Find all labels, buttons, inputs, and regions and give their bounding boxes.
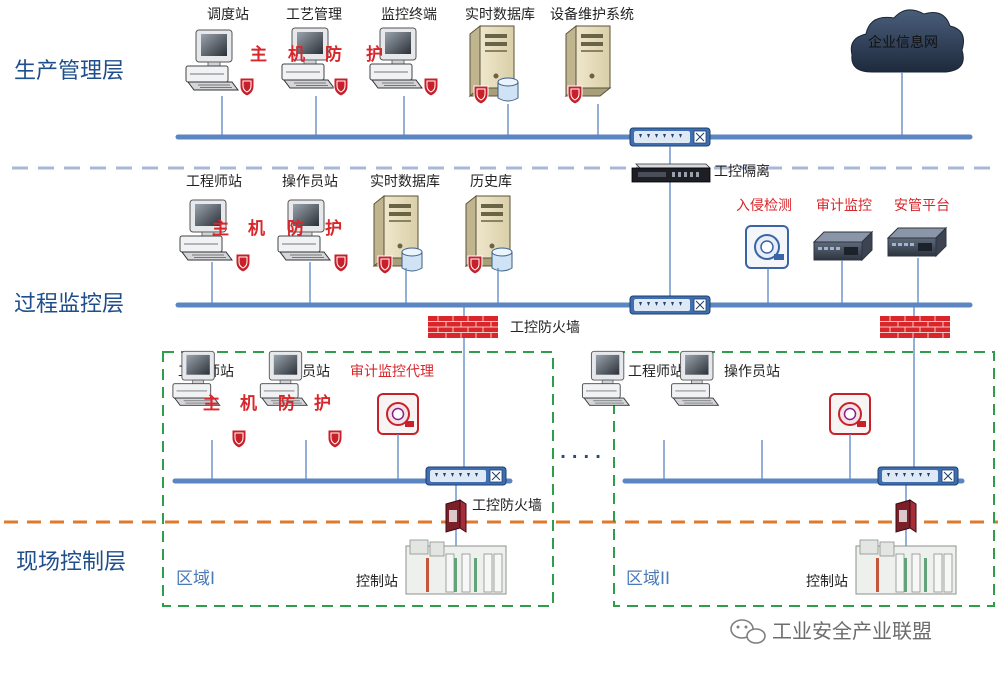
- layer-label-production: 生产管理层: [14, 59, 124, 84]
- workstation-icon: [185, 29, 239, 91]
- production-node-label: 实时数据库: [465, 7, 535, 23]
- appliance-icon: [887, 227, 947, 257]
- firewall-icon: [879, 315, 951, 339]
- switch-icon: [629, 127, 711, 147]
- gateway-icon: [631, 163, 711, 183]
- layer-label-process: 过程监控层: [14, 292, 124, 317]
- firewall-label: 工控防火墙: [472, 498, 542, 514]
- shield-icon: [377, 255, 393, 275]
- layer-label-field: 现场控制层: [16, 550, 126, 575]
- workstation-icon: [581, 350, 630, 406]
- host-protection-char: 机: [240, 393, 257, 414]
- firewall-icon: [427, 315, 499, 339]
- security-node-label: 入侵检测: [736, 197, 792, 214]
- plc-icon: [855, 539, 957, 595]
- shield-icon: [567, 85, 583, 105]
- ids-icon: [745, 225, 789, 269]
- shield-icon: [333, 253, 349, 273]
- host-protection-char: 防: [287, 218, 304, 239]
- database-icon: [497, 77, 519, 102]
- database-icon: [491, 247, 513, 272]
- host-protection-char: 护: [366, 44, 383, 65]
- production-node-label: 监控终端: [381, 7, 437, 23]
- process-node-label: 工程师站: [186, 174, 242, 190]
- production-node-label: 设备维护系统: [550, 6, 634, 23]
- host-protection-char: 机: [248, 218, 265, 239]
- security-node-label: 安管平台: [894, 198, 950, 214]
- shield-icon: [467, 255, 483, 275]
- zone-name: 区域II: [626, 569, 670, 589]
- security-node-label: 审计监控: [816, 198, 872, 214]
- zone-node-label: 操作员站: [724, 364, 780, 380]
- host-protection-char: 主: [203, 393, 220, 414]
- database-icon: [401, 247, 423, 272]
- process-node-label: 历史库: [470, 174, 512, 190]
- host-protection-char: 护: [314, 393, 331, 414]
- shield-icon: [239, 77, 255, 97]
- shield-icon: [333, 77, 349, 97]
- enterprise-network-label: 企业信息网: [868, 34, 938, 51]
- zone-2: 工程师站 操作员站 区域II 控制站: [581, 350, 995, 607]
- switch-icon: [877, 466, 959, 486]
- host-protection-char: 机: [288, 44, 305, 65]
- switch-icon: [425, 466, 507, 486]
- zone-name: 区域I: [176, 569, 215, 589]
- production-node-label: 工艺管理: [286, 7, 342, 23]
- shield-icon: [231, 429, 247, 449]
- zone-2-border: [613, 351, 995, 607]
- shield-icon: [327, 429, 343, 449]
- zone-node-label: 审计监控代理: [350, 364, 434, 380]
- zone-node-label: 工程师站: [628, 364, 684, 380]
- shield-icon: [473, 85, 489, 105]
- production-layer: 调度站 工艺管理 监控终端 实时数据库 设备维护系统 主 机 防 护 企业信息网: [175, 6, 973, 147]
- watermark: 工业安全产业联盟: [730, 619, 932, 644]
- firewall-icon: [445, 499, 467, 533]
- plc-icon: [405, 539, 507, 595]
- ids-icon: [829, 393, 871, 435]
- watermark-text: 工业安全产业联盟: [772, 619, 932, 643]
- shield-icon: [423, 77, 439, 97]
- host-protection-char: 主: [212, 218, 229, 239]
- workstation-icon: [277, 199, 331, 261]
- host-protection-char: 护: [325, 218, 342, 239]
- controller-label: 控制站: [356, 574, 398, 590]
- controller-label: 控制站: [806, 574, 848, 590]
- wechat-icon: [730, 619, 766, 644]
- isolation-label: 工控隔离: [714, 163, 770, 180]
- zone-1: 工程师站 操作员站 审计监控代理 主 机 防 护 工控防火墙 区域I 控制站: [162, 350, 554, 607]
- switch-icon: [629, 295, 711, 315]
- firewall-icon: [895, 499, 917, 533]
- cloud-icon: [850, 9, 964, 73]
- firewall-label: 工控防火墙: [510, 320, 580, 336]
- production-node-label: 调度站: [207, 7, 249, 23]
- process-node-label: 操作员站: [282, 174, 338, 190]
- zone-ellipsis: · · · ·: [560, 447, 601, 466]
- process-layer: 工程师站 操作员站 实时数据库 历史库 主 机 防 护 入侵检测 审计监控 安管…: [175, 174, 973, 482]
- ids-icon: [377, 393, 419, 435]
- host-protection-char: 主: [250, 44, 267, 65]
- zone-1-border: [162, 351, 554, 607]
- shield-icon: [235, 253, 251, 273]
- appliance-icon: [813, 231, 873, 261]
- host-protection-char: 防: [278, 393, 295, 414]
- process-node-label: 实时数据库: [370, 174, 440, 190]
- host-protection-char: 防: [325, 44, 342, 65]
